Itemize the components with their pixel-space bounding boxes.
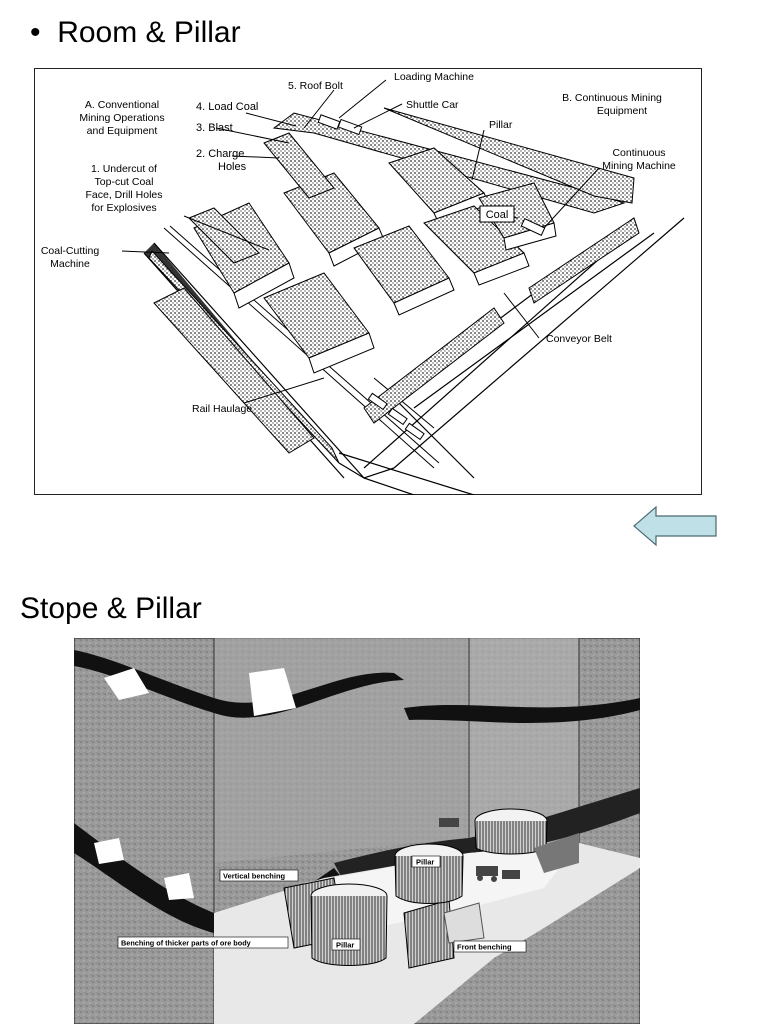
label-vertical-benching: Vertical benching	[223, 872, 286, 881]
equipment-and-rubble	[439, 818, 579, 882]
label-roof-bolt: 5. Roof Bolt	[288, 80, 343, 92]
label-front-benching: Front benching	[457, 943, 512, 952]
label-pillar-front: Pillar	[336, 941, 354, 950]
bullet: •	[30, 16, 41, 49]
slide-title-stope-pillar: Stope & Pillar	[20, 592, 202, 625]
pillar-center	[394, 843, 464, 904]
label-coal: Coal	[486, 209, 509, 221]
label-pillar-center: Pillar	[416, 858, 434, 867]
label-coal-cutting-2: Machine	[50, 258, 90, 270]
label-undercut-1: 1. Undercut of	[91, 163, 157, 175]
title-text: Room & Pillar	[57, 16, 241, 49]
label-loading-machine: Loading Machine	[394, 71, 474, 83]
coal-box	[479, 205, 515, 223]
label-conveyor-belt: Conveyor Belt	[546, 333, 612, 345]
label-continuous-machine-1: Continuous	[612, 147, 665, 159]
label-benching-thicker: Benching of thicker parts of ore body	[121, 939, 252, 948]
label-continuous-equip-1: B. Continuous Mining	[562, 92, 662, 104]
label-blast: 3. Blast	[196, 122, 233, 134]
label-conventional-3: and Equipment	[87, 125, 158, 137]
label-shuttle-car: Shuttle Car	[406, 99, 459, 111]
slide-title-room-pillar: • Room & Pillar	[30, 16, 241, 50]
label-load-coal: 4. Load Coal	[196, 101, 258, 113]
label-undercut-4: for Explosives	[91, 202, 156, 214]
room-and-pillar-diagram: 5. Roof Bolt Loading Machine Shuttle Car…	[34, 68, 702, 495]
label-undercut-3: Face, Drill Holes	[85, 189, 162, 201]
label-continuous-machine-2: Mining Machine	[602, 160, 676, 172]
label-coal-cutting-1: Coal-Cutting	[41, 245, 100, 257]
pillar-front	[310, 883, 388, 966]
back-arrow-icon[interactable]	[632, 505, 720, 547]
equipment	[317, 114, 546, 441]
label-conventional-2: Mining Operations	[79, 112, 164, 124]
pillar-back	[474, 808, 548, 855]
label-charge-1: 2. Charge	[196, 148, 244, 160]
label-continuous-equip-2: Equipment	[597, 105, 647, 117]
stope-and-pillar-diagram: Vertical benching Pillar Benching of thi…	[74, 638, 640, 1024]
label-undercut-2: Top-cut Coal	[95, 176, 154, 188]
front-walls	[153, 132, 640, 454]
stope-labels: Vertical benching Pillar Benching of thi…	[117, 855, 527, 953]
label-pillar: Pillar	[489, 119, 513, 131]
label-rail-haulage: Rail Haulage	[192, 403, 252, 415]
label-charge-2: Holes	[218, 161, 247, 173]
label-conventional-1: A. Conventional	[85, 99, 159, 111]
